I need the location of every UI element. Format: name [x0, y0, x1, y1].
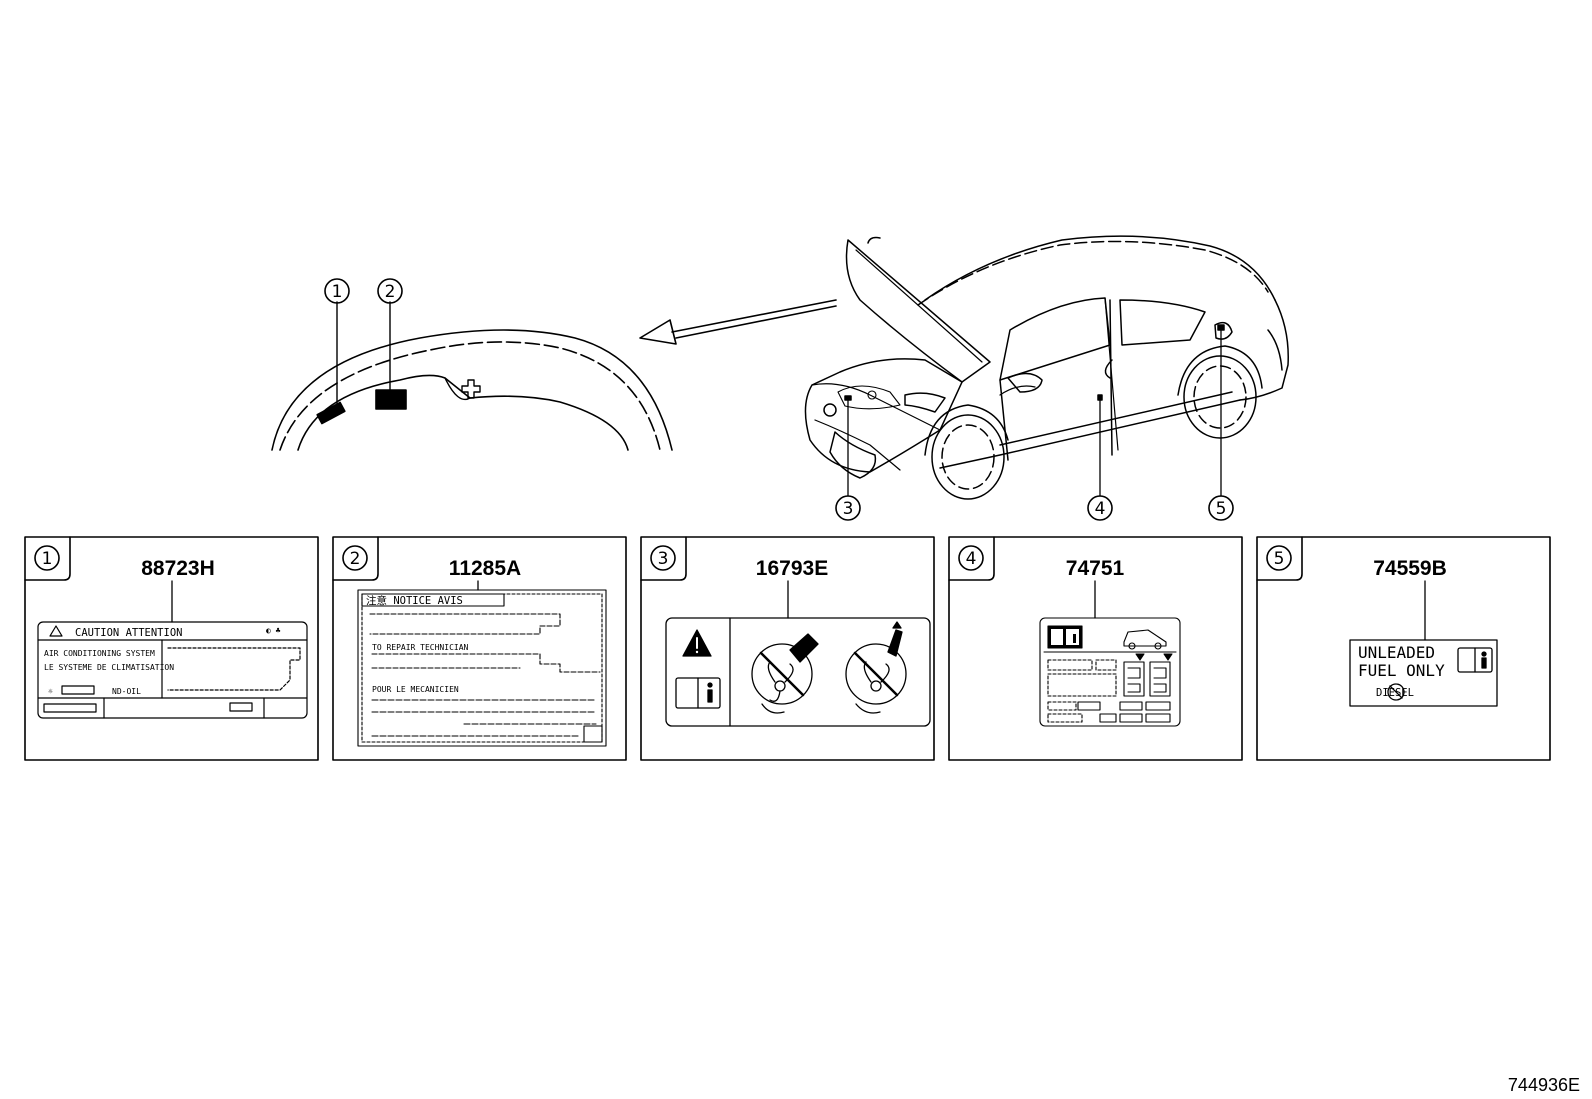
- manual-book-icon: [1047, 625, 1083, 649]
- svg-text:4: 4: [966, 549, 977, 569]
- panel-1: 1 88723H CAUTION ATTENTION AIR CONDITION…: [24, 536, 319, 761]
- panel-4: 4 74751: [948, 536, 1243, 761]
- part-code-11285A: 11285A: [449, 557, 521, 580]
- part-code-74751: 74751: [1066, 557, 1125, 580]
- panel-5: 5 74559B UNLEADED FUEL ONLY DIESEL: [1256, 536, 1551, 761]
- manual-book-icon: [1457, 647, 1493, 673]
- label-location-4: [1097, 394, 1103, 401]
- panel-3: 3 16793E: [640, 536, 935, 761]
- svg-text:1: 1: [42, 549, 53, 569]
- part-code-74559B: 74559B: [1373, 557, 1447, 580]
- part-code-16793E: 16793E: [756, 557, 828, 580]
- no-hands-fan-icon: [751, 633, 819, 714]
- warning-triangle-icon: [49, 625, 63, 637]
- car-icon: [1123, 629, 1167, 650]
- fuel-label: UNLEADED FUEL ONLY DIESEL: [1349, 639, 1498, 707]
- svg-text:3: 3: [843, 499, 854, 519]
- svg-text:2: 2: [350, 549, 361, 569]
- fan-warning-label: [665, 617, 931, 727]
- manual-book-icon: [675, 677, 721, 709]
- part-code-88723H: 88723H: [141, 557, 215, 580]
- label-location-2: [375, 389, 407, 410]
- callout-4: 4: [1087, 495, 1113, 521]
- figure-code: 744936E: [1508, 1075, 1580, 1095]
- label-location-5: [1217, 324, 1225, 331]
- label-location-1: [316, 401, 346, 425]
- car-illustration: [804, 235, 1289, 500]
- svg-text:AIR CONDITIONING SYSTEM: AIR CONDITIONING SYSTEM: [44, 649, 155, 658]
- svg-text:4: 4: [1095, 499, 1106, 519]
- callout-1: 1: [324, 278, 350, 304]
- svg-text:FUEL ONLY: FUEL ONLY: [1358, 661, 1445, 680]
- svg-text:3: 3: [658, 549, 669, 569]
- callout-2: 2: [377, 278, 403, 304]
- svg-text:CAUTION ATTENTION: CAUTION ATTENTION: [75, 627, 182, 639]
- direction-arrow-icon: [639, 299, 837, 345]
- callout-5: 5: [1208, 495, 1234, 521]
- svg-text:TO REPAIR TECHNICIAN: TO REPAIR TECHNICIAN: [372, 643, 469, 652]
- svg-text:5: 5: [1274, 549, 1285, 569]
- svg-text:注意 NOTICE AVIS: 注意 NOTICE AVIS: [366, 594, 463, 607]
- svg-text:POUR LE MECANICIEN: POUR LE MECANICIEN: [372, 685, 459, 694]
- ac-caution-label: CAUTION ATTENTION AIR CONDITIONING SYSTE…: [37, 621, 308, 719]
- svg-text:☼: ☼: [48, 687, 53, 696]
- plus-mark-icon: [461, 379, 481, 399]
- svg-text:1: 1: [332, 282, 343, 302]
- svg-text:5: 5: [1216, 499, 1227, 519]
- svg-text:UNLEADED: UNLEADED: [1358, 643, 1435, 662]
- notice-label: 注意 NOTICE AVIS TO REPAIR TECHNICIAN POUR…: [357, 589, 607, 747]
- svg-text:LE SYSTEME DE CLIMATISATION: LE SYSTEME DE CLIMATISATION: [44, 663, 174, 672]
- panel-2: 2 11285A 注意 NOTICE AVIS TO REPAIR TECHNI…: [332, 536, 627, 761]
- svg-text:◐ ♣: ◐ ♣: [266, 626, 281, 635]
- tire-info-label: [1039, 617, 1181, 727]
- hood-underside-view: [271, 301, 673, 451]
- svg-text:2: 2: [385, 282, 396, 302]
- no-tools-fan-icon: [845, 621, 907, 714]
- callout-3: 3: [835, 495, 861, 521]
- svg-text:ND-OIL: ND-OIL: [112, 687, 141, 696]
- svg-text:DIESEL: DIESEL: [1376, 687, 1414, 699]
